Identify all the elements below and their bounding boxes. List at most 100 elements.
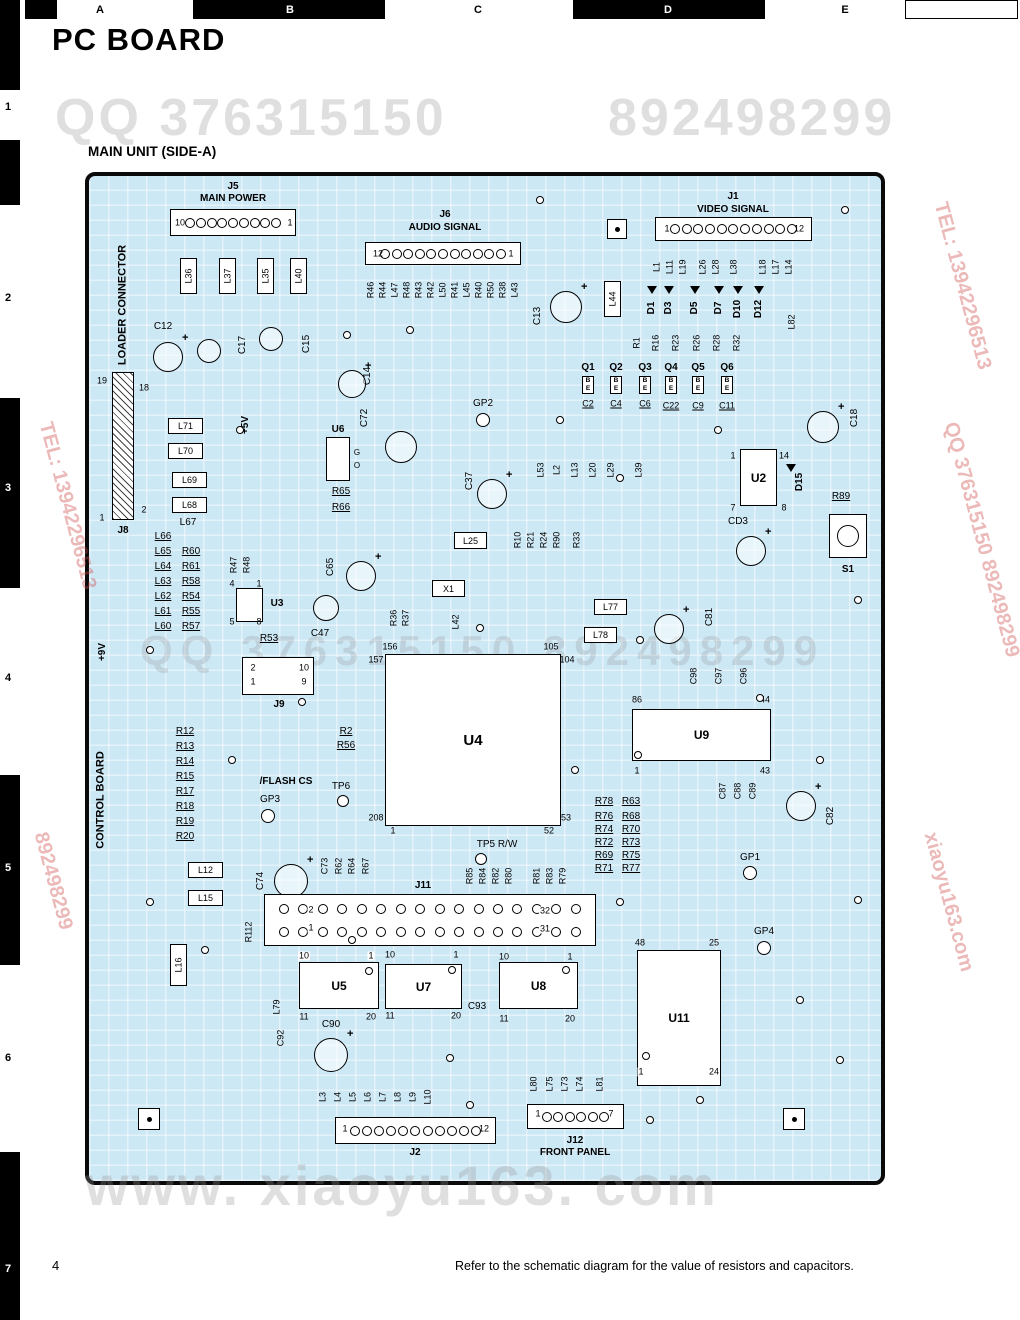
diode-symbol xyxy=(714,286,724,294)
v-l1: L1 xyxy=(651,261,662,273)
h-q5: Q5 xyxy=(691,362,705,373)
v-c37: C37 xyxy=(464,471,475,491)
l68: L68 xyxy=(172,497,207,513)
h-j11: J11 xyxy=(414,880,432,891)
v-l26: L26 xyxy=(697,259,708,275)
l44: L44 xyxy=(604,281,621,317)
v-l29: L29 xyxy=(605,462,616,478)
v-r48: R48 xyxy=(401,281,412,299)
h-105: 105 xyxy=(543,641,559,652)
h-c93: C93 xyxy=(467,1001,487,1012)
j9-connector xyxy=(242,657,314,695)
diode-symbol xyxy=(664,286,674,294)
h-r60: R60 xyxy=(181,546,201,557)
h-10: 10 xyxy=(297,950,311,961)
h-1: 1 xyxy=(307,922,315,933)
x1-crystal: X1 xyxy=(432,580,465,597)
h-r20: R20 xyxy=(175,831,195,842)
h-48: 48 xyxy=(634,937,646,948)
h-l65: L65 xyxy=(154,546,172,557)
h-r17: R17 xyxy=(175,786,195,797)
via xyxy=(406,326,414,334)
h-c6: C6 xyxy=(639,398,651,409)
l78: L78 xyxy=(584,627,617,643)
via xyxy=(756,694,764,702)
h-r18: R18 xyxy=(175,801,195,812)
v-r23: R23 xyxy=(670,334,681,352)
v-l10: L10 xyxy=(422,1089,433,1105)
v-r40: R40 xyxy=(473,281,484,299)
v-r64: R64 xyxy=(346,857,357,875)
v-l3: L3 xyxy=(317,1091,328,1103)
h-86: 86 xyxy=(631,694,643,705)
v-r67: R67 xyxy=(360,857,371,875)
v-r33: R33 xyxy=(571,531,582,549)
h-r15: R15 xyxy=(175,771,195,782)
h-l61: L61 xyxy=(154,606,172,617)
h-q1: Q1 xyxy=(581,362,595,373)
pad xyxy=(642,1052,650,1060)
u9: U9 xyxy=(632,709,771,761)
via xyxy=(571,766,579,774)
cap xyxy=(385,431,417,463)
v-d5: D5 xyxy=(689,301,700,315)
page-number: 4 xyxy=(52,1258,60,1273)
h-19: 19 xyxy=(96,375,108,386)
h-43: 43 xyxy=(759,765,771,776)
h-18: 18 xyxy=(138,382,150,393)
l36: L36 xyxy=(180,258,197,294)
h-2: 2 xyxy=(141,504,147,515)
v-l8: L8 xyxy=(392,1091,403,1103)
v-l79: L79 xyxy=(271,999,282,1015)
v-c18: C18 xyxy=(849,408,860,428)
v-c74: C74 xyxy=(255,871,266,891)
ruler-row-segment xyxy=(0,1152,20,1320)
h-cd3: CD3 xyxy=(727,516,749,527)
v-d12: D12 xyxy=(753,299,764,319)
cap xyxy=(197,339,221,363)
h-156: 156 xyxy=(382,641,398,652)
h-q2: Q2 xyxy=(609,362,623,373)
pad xyxy=(562,966,570,974)
h-r76: R76 xyxy=(594,811,614,822)
ruler-row-label: 4 xyxy=(4,672,12,684)
ruler-col-segment xyxy=(25,0,57,19)
h-l63: L63 xyxy=(154,576,172,587)
h-1: 1 xyxy=(535,1108,541,1119)
h-2: 2 xyxy=(307,904,315,915)
h-r77: R77 xyxy=(621,863,641,874)
h-1: 1 xyxy=(567,951,573,962)
v-c72: C72 xyxy=(359,408,370,428)
h-1: 1 xyxy=(367,950,375,961)
h-gp3: GP3 xyxy=(259,794,281,805)
ruler-row-segment xyxy=(0,775,20,965)
l40: L40 xyxy=(290,258,307,294)
h-12: 12 xyxy=(372,248,384,259)
h-r71: R71 xyxy=(594,863,614,874)
pad xyxy=(634,751,642,759)
h-j8: J8 xyxy=(117,525,129,536)
v-r84: R84 xyxy=(477,867,488,885)
h-r55: R55 xyxy=(181,606,201,617)
ruler-col-segment xyxy=(905,0,1018,19)
h-r57: R57 xyxy=(181,621,201,632)
pad-tp5 xyxy=(475,853,487,865)
v-r46: R46 xyxy=(365,281,376,299)
v-r47: R47 xyxy=(228,556,239,574)
l37: L37 xyxy=(219,258,236,294)
h-12: 12 xyxy=(793,223,805,234)
h-j2: J2 xyxy=(409,1147,421,1158)
u3 xyxy=(236,588,263,622)
via xyxy=(556,416,564,424)
l15: L15 xyxy=(188,890,223,906)
h-front-panel: FRONT PANEL xyxy=(539,1147,611,1158)
v-c81: C81 xyxy=(704,607,715,627)
h-gp1: GP1 xyxy=(739,852,761,863)
h-r69: R69 xyxy=(594,850,614,861)
ruler-row-label: 1 xyxy=(4,101,12,113)
via xyxy=(616,474,624,482)
l12: L12 xyxy=(188,862,223,878)
